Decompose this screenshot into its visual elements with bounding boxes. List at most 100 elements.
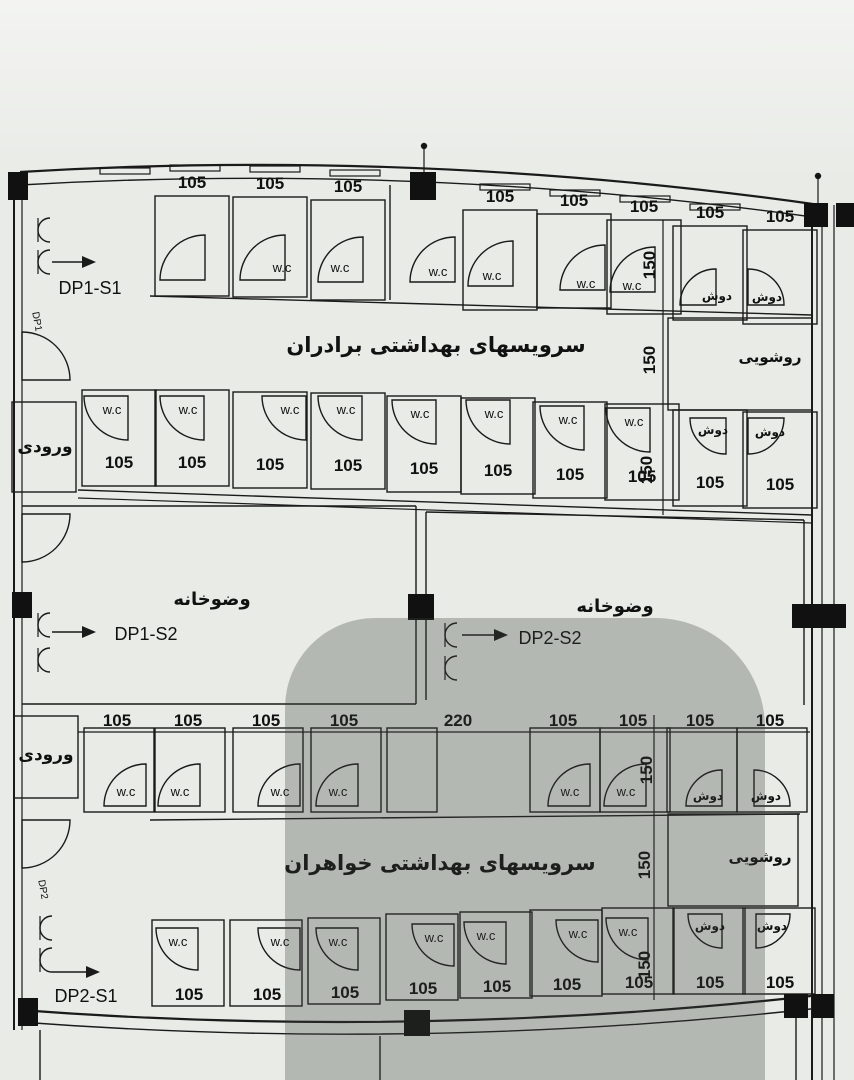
stall-width-label: 105	[766, 973, 794, 992]
stall-width-label: 105	[625, 973, 653, 992]
stall-width-label: 105	[175, 985, 203, 1004]
door-swing	[605, 917, 649, 961]
door-swing	[317, 395, 363, 441]
column	[804, 203, 828, 227]
wc-label: w.c	[622, 278, 642, 293]
entrance-door	[21, 331, 71, 381]
stall	[672, 409, 748, 507]
stall-width-label: 105	[330, 711, 358, 730]
stall	[536, 213, 612, 309]
door-swing	[547, 763, 591, 807]
stall	[83, 727, 155, 813]
stall	[310, 392, 386, 490]
stall	[307, 917, 381, 1005]
stall-width-label: 105	[630, 197, 658, 216]
stall	[151, 919, 225, 1007]
entrance-label: ورودی	[18, 745, 73, 765]
stall-width-label: 105	[696, 473, 724, 492]
ablution-label: وضوخانه	[576, 596, 653, 617]
window	[479, 183, 531, 191]
shower-door	[685, 769, 723, 807]
stall-width-label: 105	[409, 979, 437, 998]
stall	[154, 389, 230, 487]
door-swing	[609, 246, 656, 293]
stall-width-label: 105	[334, 177, 362, 196]
entrance-door	[21, 819, 71, 869]
stall	[606, 219, 682, 315]
column	[410, 172, 436, 200]
column	[784, 994, 808, 1018]
wc-label: w.c	[476, 928, 496, 943]
corridor-width-label: 150	[640, 251, 659, 279]
wc-label: w.c	[330, 260, 350, 275]
corridor-edge	[149, 813, 801, 821]
drain-label-dp2-s2: DP2-S2	[518, 628, 581, 648]
door-swing	[261, 395, 307, 441]
shower-label: دوش	[751, 789, 781, 804]
stall-width-label: 105	[696, 203, 724, 222]
door-swing	[467, 240, 514, 287]
stall	[742, 229, 818, 325]
wc-label: w.c	[170, 784, 190, 799]
door-swing	[411, 923, 455, 967]
wc-label: w.c	[618, 924, 638, 939]
stall-width-label: 105	[556, 465, 584, 484]
door-swing	[239, 234, 286, 281]
drain-arrow	[82, 256, 96, 268]
stall	[604, 403, 680, 501]
shower-label: دوش	[693, 789, 723, 804]
column	[18, 998, 38, 1026]
wc-label: w.c	[328, 934, 348, 949]
door-swing	[159, 395, 205, 441]
entrance-door	[21, 513, 71, 563]
wall-line	[77, 497, 813, 524]
stall	[154, 195, 230, 297]
door-swing	[83, 395, 129, 441]
stall-width-label: 105	[334, 456, 362, 475]
gap-width-label: 220	[444, 711, 472, 730]
faucet-icon	[444, 622, 458, 648]
stall	[736, 727, 808, 813]
stall-width-label: 105	[549, 711, 577, 730]
window	[689, 203, 741, 211]
grid-marker	[420, 142, 428, 150]
stall	[81, 389, 157, 487]
stall	[310, 199, 386, 301]
wc-label: w.c	[568, 926, 588, 941]
stall-width-label: 105	[766, 207, 794, 226]
wc-label: w.c	[270, 784, 290, 799]
stall	[460, 397, 536, 495]
stall-width-label: 105	[483, 977, 511, 996]
stall-width-label: 105	[331, 983, 359, 1002]
wc-label: w.c	[560, 784, 580, 799]
stall-width-label: 105	[253, 985, 281, 1004]
stall	[742, 907, 816, 995]
drain-label-dp2-small: DP2	[35, 879, 49, 900]
wc-label: w.c	[428, 264, 448, 279]
corridor-edge	[149, 295, 813, 316]
window	[249, 165, 301, 173]
wc-label: w.c	[482, 268, 502, 283]
wc-label: w.c	[280, 402, 300, 417]
drain-arrow	[82, 626, 96, 638]
corridor-width-label: 150	[635, 951, 654, 979]
door-swing	[103, 763, 147, 807]
wc-label: w.c	[576, 276, 596, 291]
shower-door	[747, 417, 785, 455]
stall	[742, 411, 818, 509]
window	[169, 164, 221, 172]
column	[812, 994, 834, 1018]
shower-door	[753, 769, 791, 807]
stall	[599, 727, 671, 813]
ablution-label: وضوخانه	[173, 589, 250, 610]
faucet-icon	[39, 915, 53, 941]
column	[8, 172, 28, 200]
door-swing	[315, 927, 359, 971]
wc-label: w.c	[178, 402, 198, 417]
corridor-width-label: 150	[640, 346, 659, 374]
door-swing	[157, 763, 201, 807]
stall-width-label: 105	[619, 711, 647, 730]
stall	[310, 727, 382, 813]
wc-label: w.c	[410, 406, 430, 421]
wc-label: w.c	[616, 784, 636, 799]
